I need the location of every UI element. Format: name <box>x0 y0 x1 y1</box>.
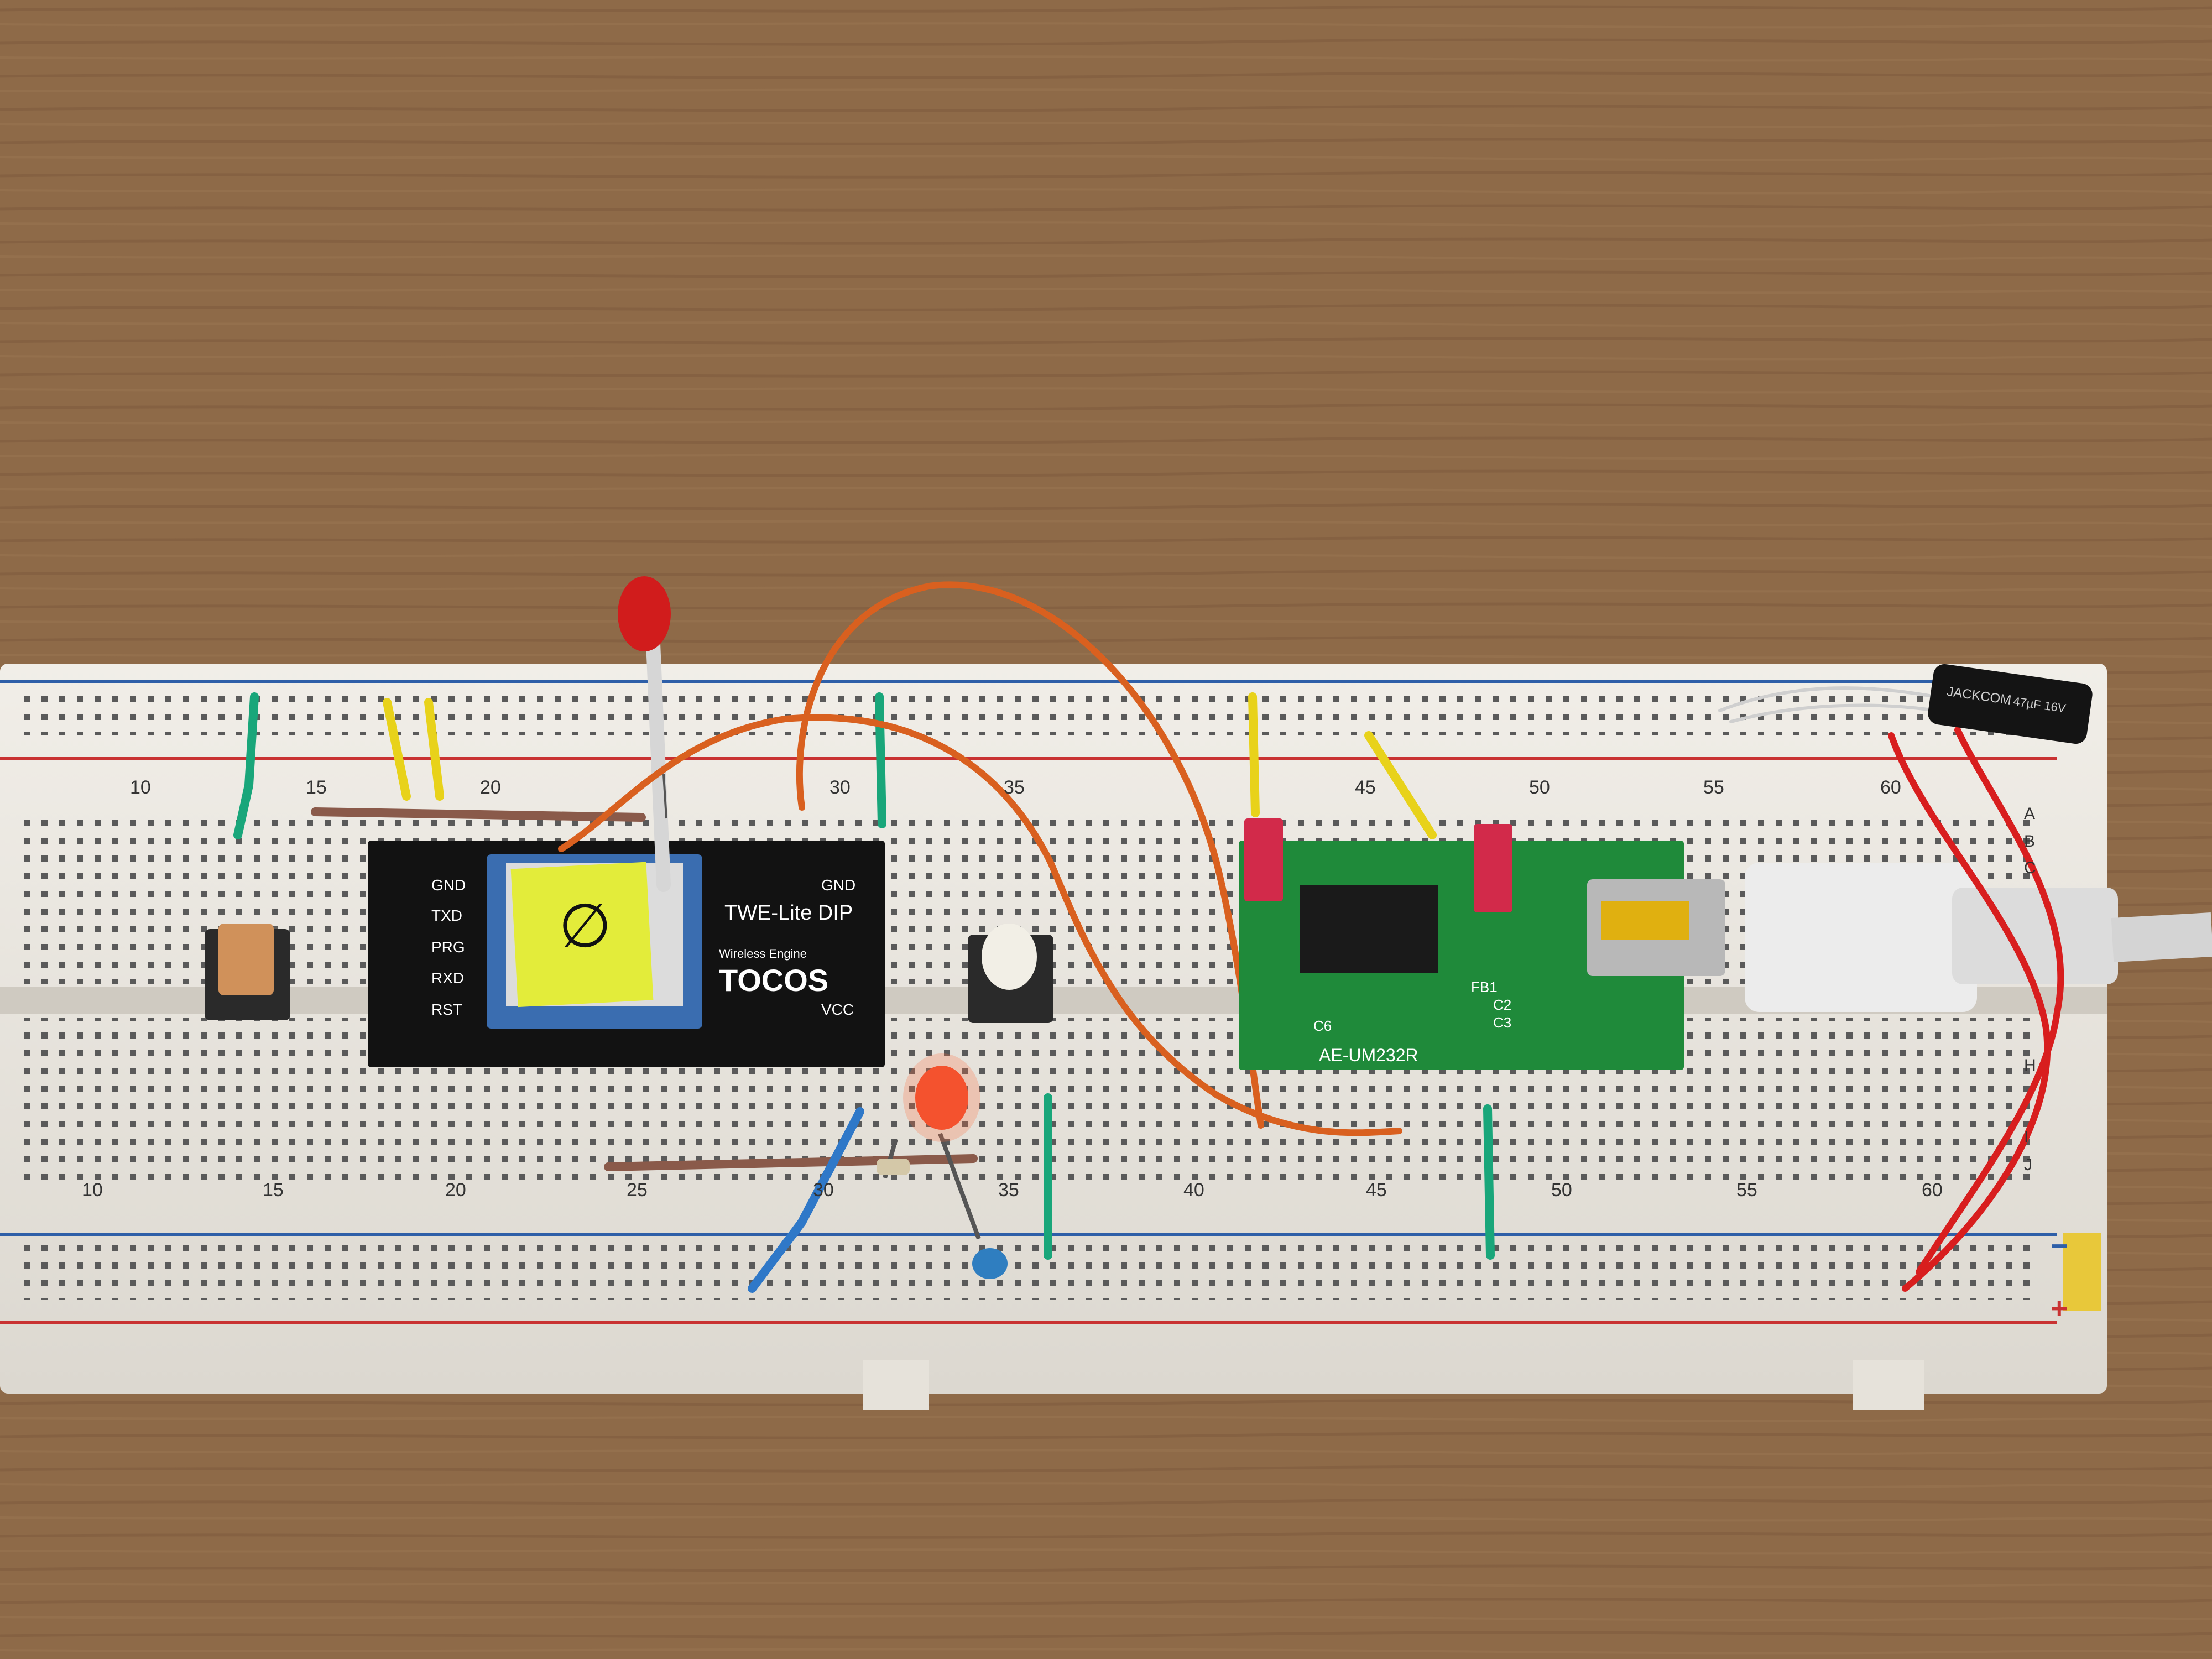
column-number: 15 <box>306 777 327 798</box>
row-letter: B <box>2024 832 2036 851</box>
ae-um232r-module <box>1239 818 1725 1070</box>
usb-module-name: AE-UM232R <box>1319 1045 1418 1065</box>
sticker-mark: ∅ <box>559 892 612 960</box>
column-number: 45 <box>1355 777 1376 798</box>
column-number: 60 <box>1922 1180 1943 1201</box>
orange-button <box>205 924 290 1020</box>
column-number: 40 <box>1183 1180 1204 1201</box>
column-number: 10 <box>130 777 151 798</box>
twe-pin-label: GND <box>431 877 466 894</box>
row-letter: J <box>2024 1156 2032 1174</box>
white-button <box>968 924 1053 1023</box>
column-number: 20 <box>480 777 501 798</box>
breadboard <box>0 664 2107 1410</box>
column-number: 35 <box>1004 777 1025 798</box>
antenna <box>618 576 671 892</box>
column-number: 55 <box>1703 777 1724 798</box>
column-number: 35 <box>998 1180 1019 1201</box>
column-number: 30 <box>813 1180 834 1201</box>
twe-pin-label: TXD <box>431 907 462 924</box>
twe-pin-label: RXD <box>431 969 465 987</box>
twe-vcc-label: VCC <box>821 1001 854 1018</box>
led-and-parts <box>877 1053 1008 1279</box>
jumper-wires <box>233 692 1495 1293</box>
column-number: 25 <box>627 1180 648 1201</box>
rail-plus-label: + <box>2051 1292 2068 1325</box>
rail-minus-label: − <box>2051 1229 2068 1262</box>
row-letter: A <box>2024 805 2036 823</box>
row-letter: I <box>2024 1128 2029 1146</box>
twe-lite-module <box>368 841 885 1067</box>
capacitor-and-power-wires <box>1718 664 2093 1292</box>
column-number: 20 <box>445 1180 466 1201</box>
twe-pin-label: PRG <box>431 938 465 956</box>
usb-module-label: FB1 <box>1471 979 1498 995</box>
column-number: 50 <box>1529 777 1550 798</box>
twe-brand: TOCOS <box>719 963 829 998</box>
column-number: 50 <box>1551 1180 1572 1201</box>
usb-module-label: C6 <box>1313 1018 1332 1034</box>
usb-module-label: C2 <box>1493 997 1512 1013</box>
twe-brand-sub: Wireless Engine <box>719 947 807 961</box>
column-number: 30 <box>830 777 851 798</box>
row-letter: C <box>2024 859 2036 877</box>
twe-pin-label: RST <box>431 1001 462 1018</box>
column-number: 60 <box>1880 777 1901 798</box>
usb-module-label: C3 <box>1493 1014 1512 1031</box>
twe-gnd-label: GND <box>821 877 856 894</box>
column-number: 45 <box>1366 1180 1387 1201</box>
column-number: 55 <box>1736 1180 1757 1201</box>
row-letter: H <box>2024 1056 2036 1074</box>
twe-module-name: TWE-Lite DIP <box>724 901 853 925</box>
column-number: 10 <box>82 1180 103 1201</box>
column-number: 15 <box>263 1180 284 1201</box>
